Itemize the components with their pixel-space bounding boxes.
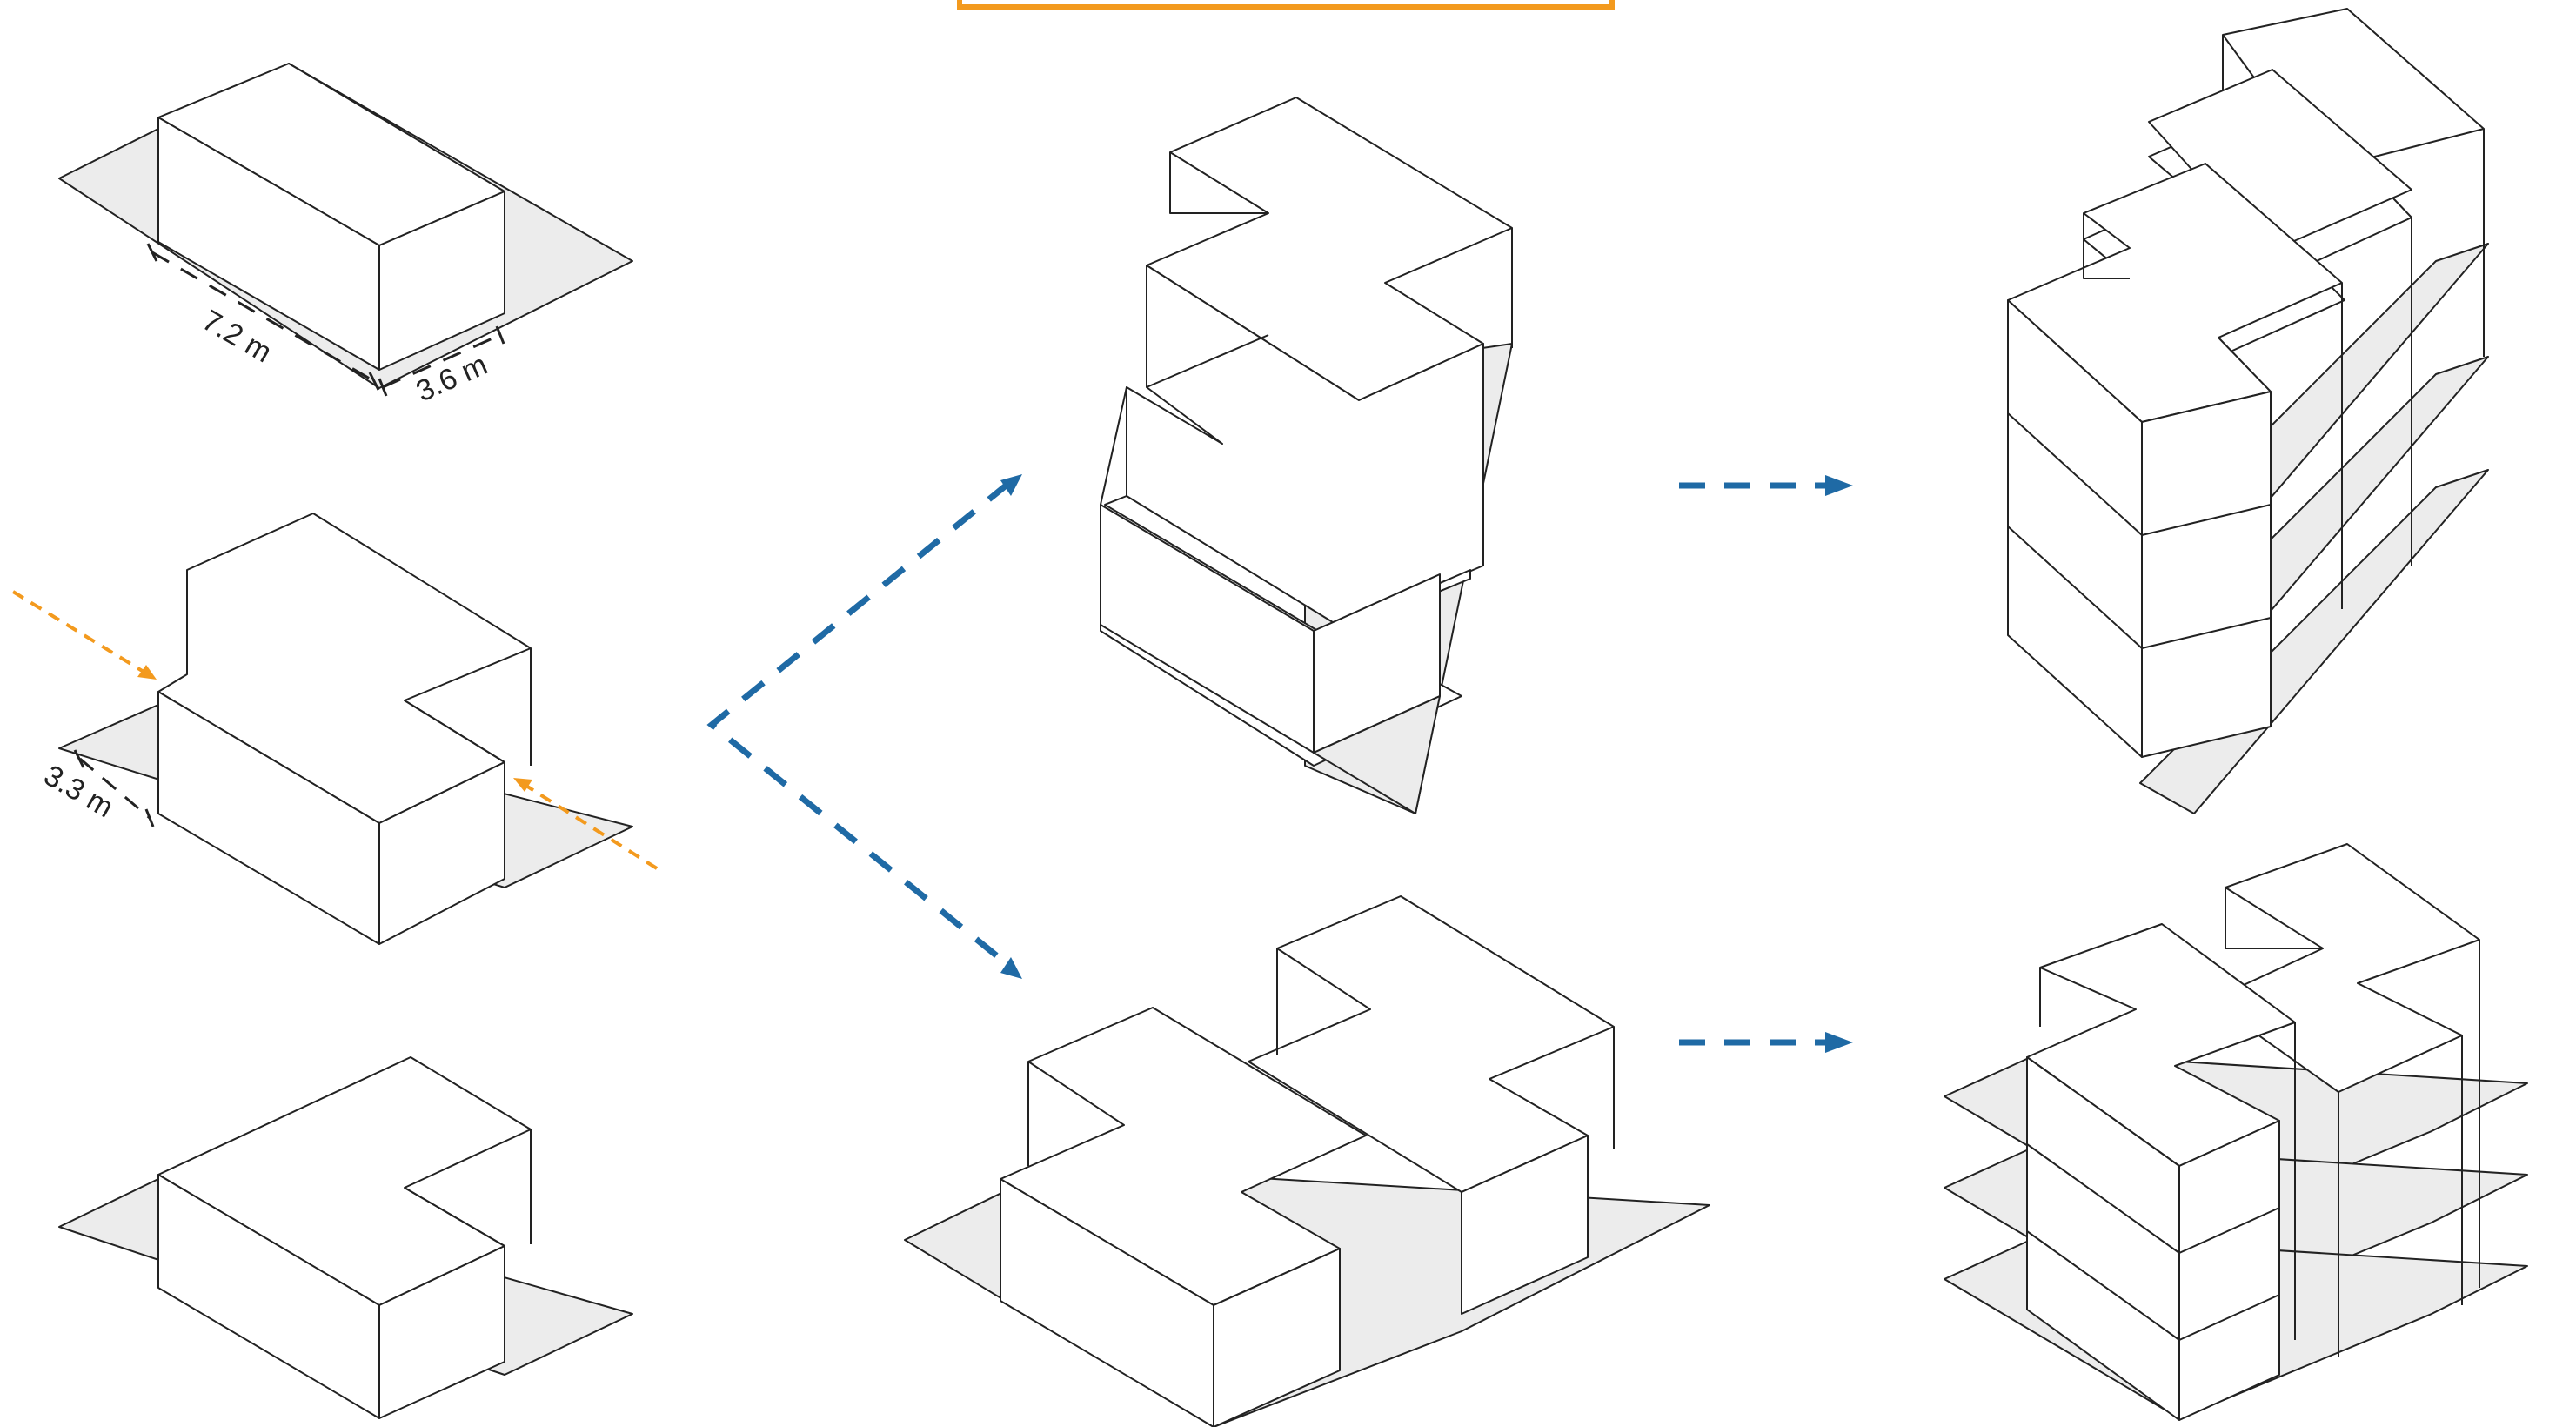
tower-horizontal [1944, 843, 2528, 1421]
blue-branch-arrows [706, 474, 1022, 979]
dimension-width [378, 325, 505, 397]
dimension-offset [73, 749, 155, 827]
stack-vertical [1100, 97, 1513, 814]
floor-wedge [1313, 695, 1441, 814]
orange-arrow-in [11, 590, 157, 680]
module-mid [1126, 265, 1484, 627]
tower-side-face [2141, 391, 2272, 758]
box-side [378, 191, 505, 371]
box-side [378, 761, 505, 945]
wide-side-face [2178, 1120, 2280, 1421]
module-rear-side [1461, 1135, 1589, 1315]
module-z-shaped [58, 513, 633, 945]
blue-arrow-bottom [1679, 1032, 1853, 1053]
module-l-shaped [58, 1056, 633, 1419]
module-front-face [1000, 1178, 1214, 1427]
title-frame [957, 0, 1615, 10]
tower-vertical [2007, 8, 2489, 814]
module-box-basic [58, 63, 633, 389]
module-front-side [1213, 1248, 1341, 1427]
dimension-offset-label: 3.3 m [38, 759, 119, 824]
stack-horizontal [904, 895, 1710, 1427]
wide-top-rear [2209, 843, 2480, 1093]
box-side [378, 1245, 505, 1419]
dimension-length [146, 243, 380, 391]
orange-arrow-out [513, 778, 659, 870]
blue-arrow-top [1679, 475, 1853, 496]
